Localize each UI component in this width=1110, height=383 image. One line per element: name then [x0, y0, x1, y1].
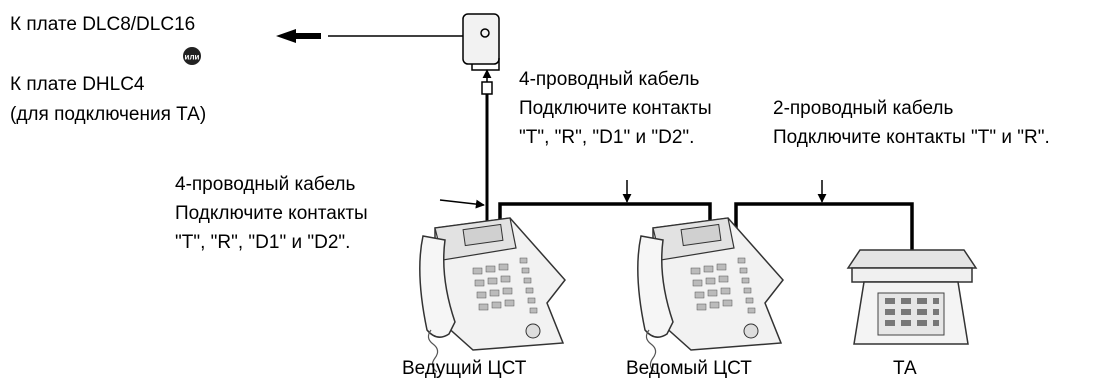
- master-cable-instruction: Подключите контакты: [175, 203, 368, 224]
- ta-cable-type: 2-проводный кабель: [773, 98, 954, 119]
- pointer-master-cable: [439, 199, 485, 209]
- slave-cable-contacts: "T", "R", "D1" и "D2".: [519, 127, 695, 148]
- slave-cable-instruction: Подключите контакты: [519, 98, 712, 119]
- ta-phone-caption: ТА: [893, 358, 917, 379]
- master-cable-contacts: "T", "R", "D1" и "D2".: [175, 232, 351, 253]
- analog-phone-icon: [846, 249, 978, 345]
- master-phone-caption: Ведущий ЦСТ: [402, 358, 527, 379]
- board-label-dlc: К плате DLC8/DLC16: [10, 14, 196, 35]
- slave-cable-type: 4-проводный кабель: [519, 69, 700, 90]
- board-label-ta-note: (для подключения ТА): [10, 104, 207, 125]
- or-badge-label: или: [185, 53, 200, 62]
- master-phone-icon: [419, 217, 566, 373]
- board-arrow: [276, 29, 321, 43]
- ta-cable-contacts: Подключите контакты "T" и "R".: [773, 127, 1050, 148]
- cable-master-slave: [498, 202, 712, 232]
- board-label-dhlc: К плате DHLC4: [10, 74, 145, 95]
- connector-box: [462, 13, 500, 71]
- or-badge: или: [183, 47, 201, 65]
- cable-plug: [481, 81, 493, 95]
- slave-phone-icon: [637, 217, 784, 373]
- master-cable-type: 4-проводный кабель: [175, 174, 356, 195]
- slave-phone-caption: Ведомый ЦСТ: [626, 358, 752, 379]
- cable-slave-ta: [734, 202, 914, 262]
